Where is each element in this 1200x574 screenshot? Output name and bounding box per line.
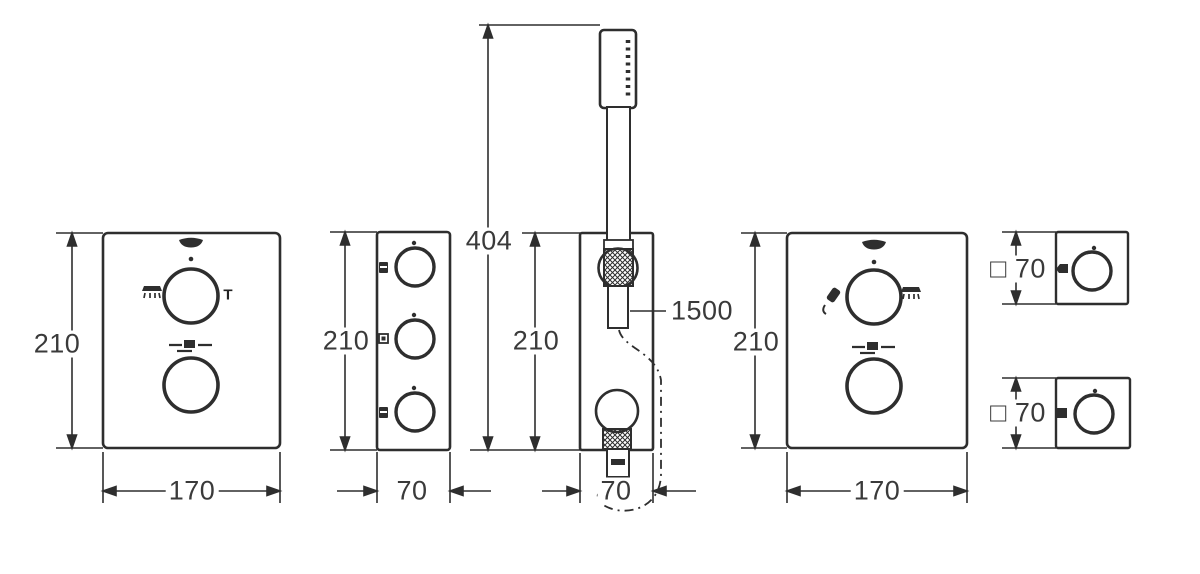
panel2-width-label: 70	[393, 477, 431, 505]
panel4-width-label: 170	[850, 477, 904, 505]
outlet-ball	[594, 388, 640, 434]
overall-height-label: 404	[462, 227, 516, 255]
spray-mode-icon-2	[378, 333, 389, 344]
square2-knob	[1073, 393, 1115, 435]
spray-mode-icon-3	[379, 407, 388, 418]
head-shower-icon	[142, 286, 162, 299]
panel1-height-label: 210	[30, 330, 84, 358]
square2-mode-icon	[1057, 408, 1067, 418]
panel4-top-knob	[845, 268, 903, 326]
dimension-lines	[56, 22, 1056, 503]
grohe-logo	[179, 237, 203, 248]
panel2-knob-2	[394, 318, 436, 360]
spray-mode-icon-1	[379, 262, 388, 273]
panel2-height-label: 210	[319, 327, 373, 355]
panel4-two-knob-trim	[785, 231, 969, 450]
head-shower-icon	[901, 287, 921, 300]
panel1-two-knob-trim	[101, 231, 282, 450]
hand-shower	[597, 28, 639, 329]
grohe-logo	[862, 239, 886, 250]
square-trim-1	[1054, 230, 1130, 306]
temp-stop-icon	[169, 340, 212, 353]
panel4-height-label: 210	[729, 328, 783, 356]
hand-shower-icon	[822, 287, 841, 315]
mid-width-label: 70	[597, 477, 635, 505]
mid-height-label: 210	[509, 327, 563, 355]
square1-size-label: □ 70	[987, 255, 1049, 283]
panel2-knob-3	[394, 391, 436, 433]
square1-knob	[1071, 250, 1113, 292]
panel1-bottom-knob	[162, 356, 220, 414]
panel1-width-label: 170	[165, 477, 219, 505]
hand-shower-handle	[606, 106, 631, 243]
outlet-slot	[611, 459, 625, 465]
holder-knurl	[603, 248, 634, 287]
panel2-knob-1	[394, 246, 436, 288]
square-trim-2	[1054, 376, 1132, 450]
temp-stop-icon	[852, 342, 895, 355]
hose-stub	[607, 285, 629, 329]
square1-mode-icon	[1056, 264, 1068, 273]
panel2-three-knob-trim	[375, 230, 452, 452]
hand-shower-head	[598, 28, 638, 110]
panel4-bottom-knob	[845, 357, 903, 415]
outlet-knurl	[602, 428, 632, 450]
square2-size-label: □ 70	[987, 399, 1049, 427]
bottom-outlet	[594, 388, 640, 478]
hose-length-label: 1500	[668, 297, 737, 325]
temp-marker-label: T	[223, 286, 233, 304]
panel1-top-knob	[162, 267, 220, 325]
